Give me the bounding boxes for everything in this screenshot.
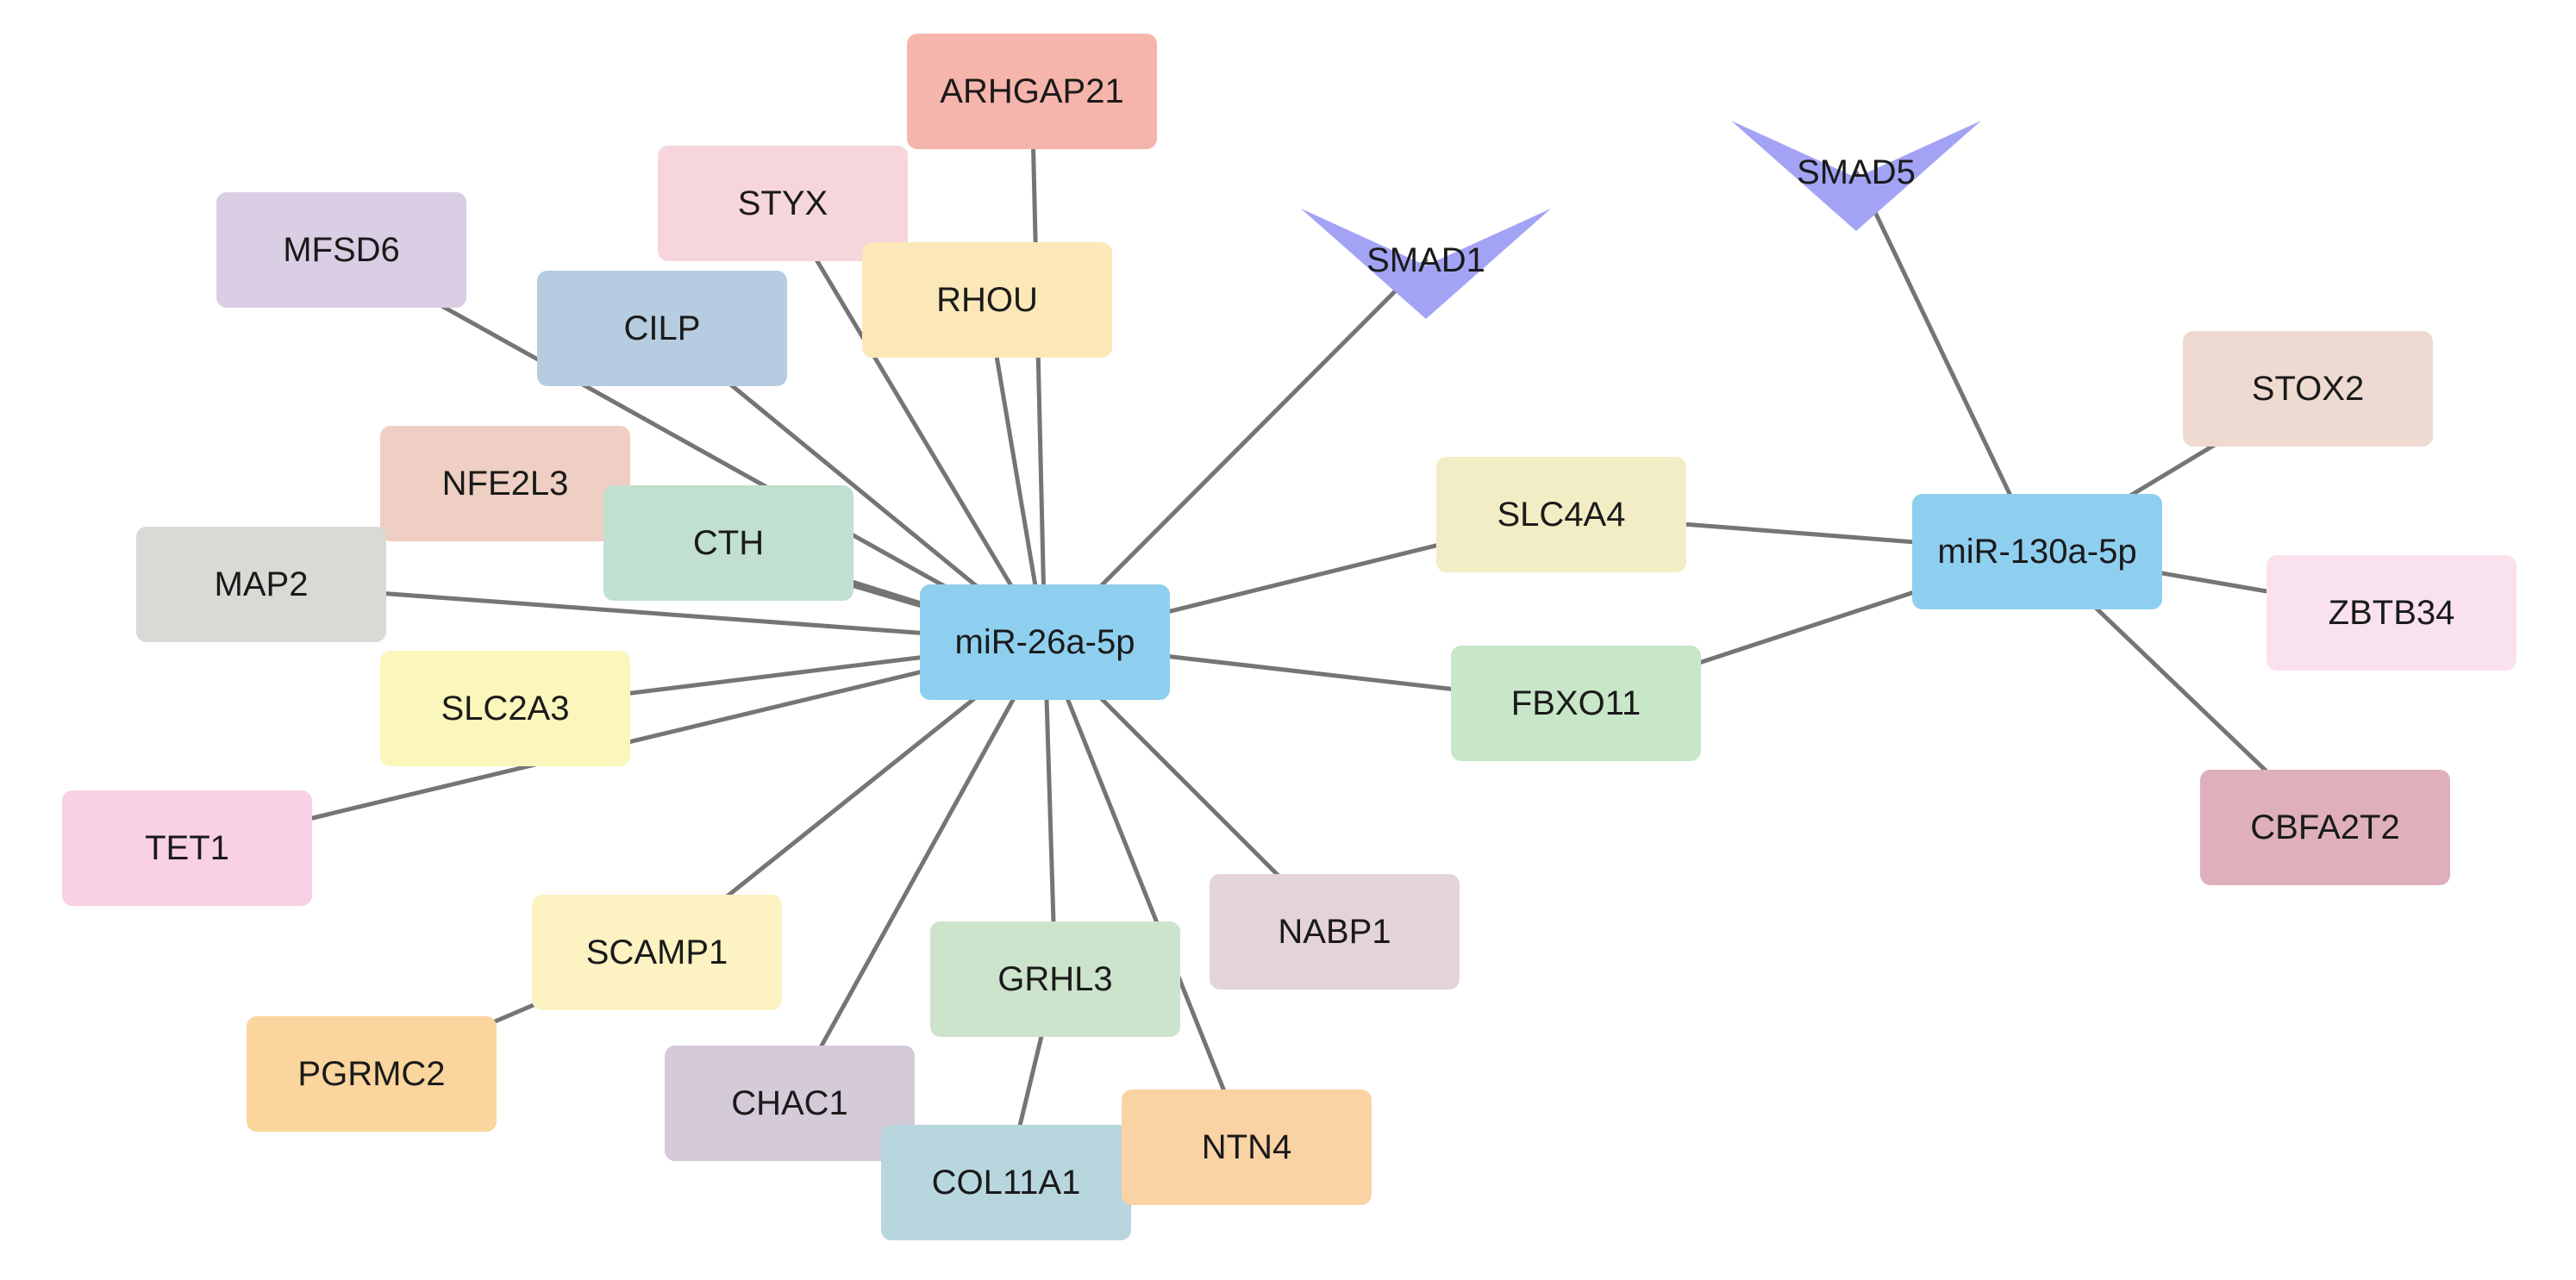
node-label: CTH [693, 524, 764, 562]
node-label: CILP [624, 309, 701, 347]
node-smad1[interactable]: SMAD1 [1301, 209, 1551, 319]
node-map2[interactable]: MAP2 [136, 527, 386, 642]
node-label: STOX2 [2252, 370, 2364, 408]
rect-shape [1436, 457, 1686, 572]
node-mir26a[interactable]: miR-26a-5p [920, 584, 1170, 700]
node-cbfa2t2[interactable]: CBFA2T2 [2200, 770, 2450, 885]
rect-shape [1122, 1090, 1372, 1205]
node-stox2[interactable]: STOX2 [2183, 331, 2433, 446]
rect-shape [658, 146, 908, 261]
edge-mir26a-smad1 [1042, 258, 1429, 645]
node-label: miR-130a-5p [1937, 533, 2136, 571]
node-label: NTN4 [1202, 1128, 1291, 1166]
edge-mir26a-mfsd6 [339, 247, 1047, 645]
node-label: MFSD6 [283, 231, 400, 269]
rect-shape [920, 584, 1170, 700]
edge-layer [184, 89, 2394, 1185]
rect-shape [907, 34, 1157, 149]
node-pgrmc2[interactable]: PGRMC2 [247, 1016, 497, 1132]
node-label: NABP1 [1278, 913, 1391, 951]
rect-shape [2183, 331, 2433, 446]
node-label: SCAMP1 [586, 933, 728, 971]
node-grhl3[interactable]: GRHL3 [930, 921, 1180, 1037]
node-rhou[interactable]: RHOU [862, 242, 1112, 358]
node-label: TET1 [145, 829, 229, 867]
node-scamp1[interactable]: SCAMP1 [532, 895, 782, 1010]
rect-shape [665, 1046, 915, 1161]
node-label: SMAD5 [1797, 153, 1916, 191]
node-tet1[interactable]: TET1 [62, 790, 312, 906]
node-cilp[interactable]: CILP [537, 271, 787, 386]
node-label: NFE2L3 [442, 465, 569, 503]
vee-shape [1301, 209, 1551, 319]
rect-shape [1451, 646, 1701, 761]
node-label: MAP2 [215, 565, 309, 603]
node-chac1[interactable]: CHAC1 [665, 1046, 915, 1161]
node-label: GRHL3 [997, 960, 1112, 998]
vee-shape [1731, 121, 1981, 231]
node-nfe2l3[interactable]: NFE2L3 [380, 426, 630, 541]
rect-shape [380, 426, 630, 541]
edge-mir130a-smad5 [1854, 170, 2040, 554]
node-label: COL11A1 [932, 1164, 1081, 1202]
node-mir130a[interactable]: miR-130a-5p [1912, 494, 2162, 609]
rect-shape [537, 271, 787, 386]
node-label: ZBTB34 [2329, 594, 2455, 632]
edge-mir26a-arhgap21 [1029, 89, 1047, 645]
node-label: STYX [738, 184, 828, 222]
node-zbtb34[interactable]: ZBTB34 [2267, 555, 2517, 671]
rect-shape [1912, 494, 2162, 609]
rect-shape [881, 1125, 1131, 1240]
node-smad5[interactable]: SMAD5 [1731, 121, 1981, 231]
rect-shape [603, 485, 853, 601]
rect-shape [2200, 770, 2450, 885]
node-layer: SMAD1 SMAD5 miR-26a-5p miR-130a-5p ARHGAP21S… [62, 34, 2517, 1240]
node-ntn4[interactable]: NTN4 [1122, 1090, 1372, 1205]
edge-mir26a-chac1 [787, 640, 1047, 1106]
node-slc4a4[interactable]: SLC4A4 [1436, 457, 1686, 572]
node-label: RHOU [936, 281, 1038, 319]
rect-shape [136, 527, 386, 642]
rect-shape [1210, 874, 1460, 990]
rect-shape [380, 651, 630, 766]
node-label: PGRMC2 [297, 1055, 445, 1093]
node-label: CBFA2T2 [2250, 809, 2399, 846]
node-label: SMAD1 [1366, 241, 1485, 279]
node-cth[interactable]: CTH [603, 485, 853, 601]
edge-mir26a-styx [780, 201, 1047, 645]
node-mfsd6[interactable]: MFSD6 [216, 192, 466, 308]
edge-mir26a-map2 [259, 582, 1047, 645]
node-label: SLC2A3 [441, 690, 570, 727]
rect-shape [216, 192, 466, 308]
node-label: CHAC1 [731, 1084, 848, 1122]
rect-shape [2267, 555, 2517, 671]
node-label: miR-26a-5p [955, 623, 1135, 661]
node-label: FBXO11 [1511, 684, 1641, 722]
node-label: SLC4A4 [1497, 496, 1626, 534]
node-slc2a3[interactable]: SLC2A3 [380, 651, 630, 766]
rect-shape [862, 242, 1112, 358]
node-label: ARHGAP21 [940, 72, 1123, 110]
edge-mir26a-ntn4 [1042, 640, 1249, 1150]
node-fbxo11[interactable]: FBXO11 [1451, 646, 1701, 761]
rect-shape [930, 921, 1180, 1037]
rect-shape [62, 790, 312, 906]
rect-shape [532, 895, 782, 1010]
rect-shape [247, 1016, 497, 1132]
node-nabp1[interactable]: NABP1 [1210, 874, 1460, 990]
node-col11a1[interactable]: COL11A1 [881, 1125, 1131, 1240]
node-styx[interactable]: STYX [658, 146, 908, 261]
node-arhgap21[interactable]: ARHGAP21 [907, 34, 1157, 149]
